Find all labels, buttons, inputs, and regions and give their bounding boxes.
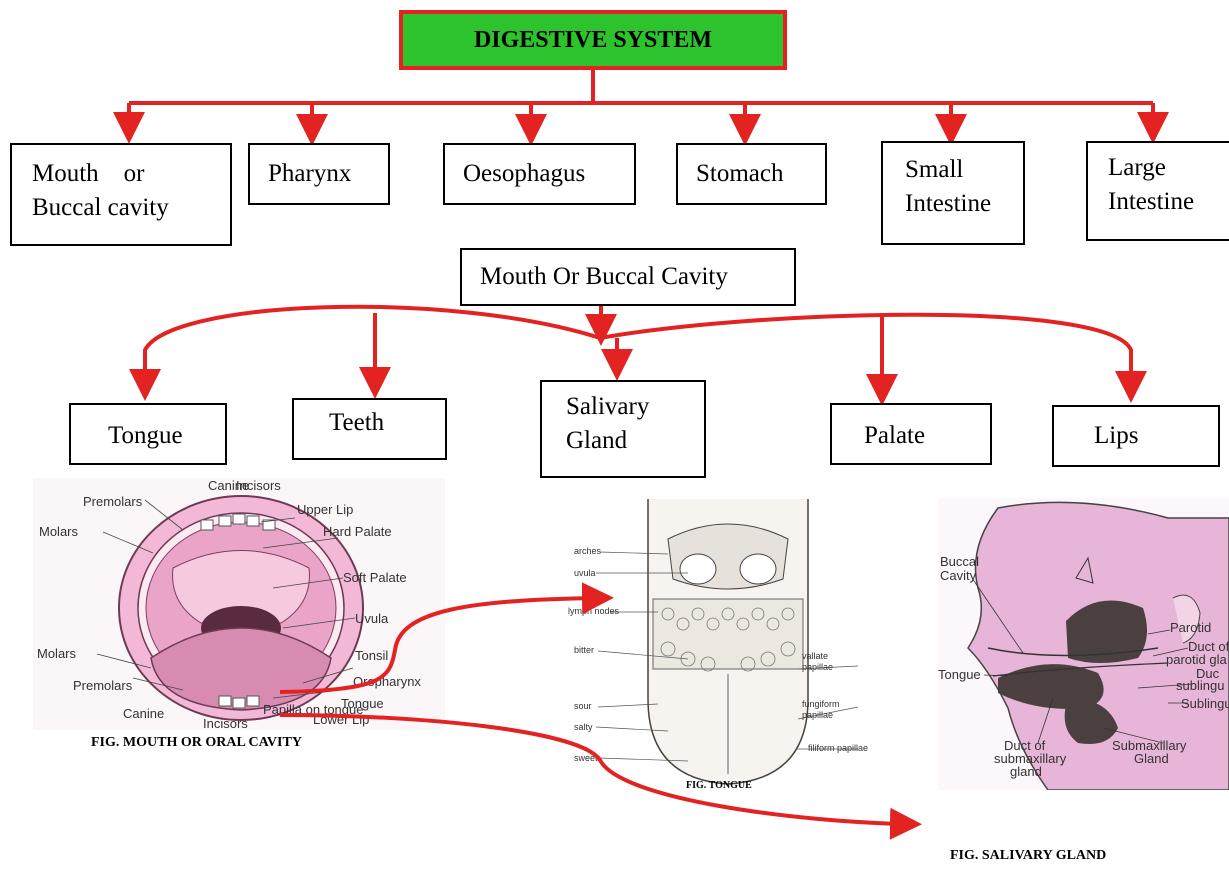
figure-link-arrows xyxy=(0,0,1229,871)
